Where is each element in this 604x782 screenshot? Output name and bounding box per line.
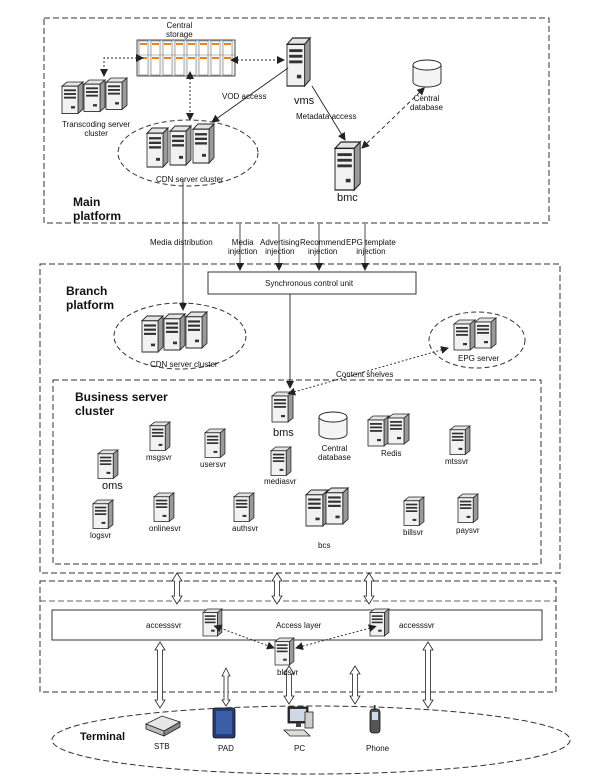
vms-server-icon [286,37,311,87]
vod-access-label: VOD access [222,92,267,101]
mtssvr-server-icon [449,425,471,455]
bcs-label: bcs [318,541,331,550]
advertising-injection-label: Advertising injection [260,238,300,256]
central-database-icon-main [412,59,442,88]
pc-label: PC [294,744,306,753]
stb-icon [145,715,181,737]
phone-label: Phone [366,744,390,753]
stb-label: STB [154,742,170,751]
transcoding-cluster-label: Transcoding server cluster [62,120,131,138]
bms-server-icon [271,391,294,423]
bcs-server-icon [305,487,349,527]
epg-server-icon [453,317,497,351]
terminal-title: Terminal [80,731,126,743]
accesssvr-right-icon [369,608,390,637]
epg-server-ellipse [428,311,526,369]
bldsvr-server-icon [274,637,295,666]
transcoding-server-icon [61,77,128,115]
central-database-label-main: Central database [410,94,443,112]
onlinesvr-server-icon [153,492,175,522]
accesssvr-right-label: accesssvr [399,621,435,630]
usersvr-server-icon [204,428,226,458]
pc-icon [283,706,314,737]
access-terminal-arrow-pad [221,667,231,707]
accesssvr-right-bldsvr-link [295,624,377,651]
sync-control-unit-box [207,271,417,295]
paysvr-server-icon [457,493,479,523]
mediasvr-label: mediasvr [264,477,297,486]
bmc-label: bmc [337,192,358,204]
onlinesvr-label: onlinesvr [149,524,182,533]
central-database-label-business: Central database [318,444,351,462]
oms-label: oms [102,480,123,492]
metadata-access-label: Metadata access [296,112,357,121]
pad-icon [212,707,236,739]
pad-label: PAD [218,744,234,753]
access-layer-box [39,580,557,693]
authsvr-server-icon [233,492,255,522]
access-terminal-arrow-pc [283,665,295,705]
paysvr-label: paysvr [456,526,480,535]
access-terminal-arrow-stb [154,641,166,709]
authsvr-label: authsvr [232,524,259,533]
oms-server-icon [97,449,119,479]
business-cluster-title: Business server cluster [75,390,168,418]
cluster-access-arrow-left [171,572,183,605]
billsvr-label: billsvr [403,528,424,537]
central-storage-array [136,39,236,77]
branch-platform-title: Branch platform [66,284,114,312]
cdn-cluster-ellipse-branch [113,302,247,370]
access-layer-label: Access layer [276,621,322,630]
media-distribution-label: Media distribution [150,238,213,247]
bms-label: bms [273,427,294,439]
central-storage-label: Central storage [166,21,193,39]
mtssvr-label: mtssvr [445,457,469,466]
terminal-ellipse [51,705,571,775]
media-injection-label: Media injection [228,238,258,256]
cdn-cluster-label-branch: CDN server cluster [150,360,218,369]
epg-server-label: EPG server [458,354,500,363]
cdn-server-icon-branch [141,311,208,353]
epg-injection-label: EPG template injection [346,238,396,256]
accesssvr-left-bldsvr-link [213,624,275,650]
main-platform-box [43,17,550,224]
phone-icon [369,705,381,734]
metadata-access-arrow [311,85,346,141]
storage-transcoding-link [100,54,144,77]
vod-access-arrow [211,67,289,123]
cdn-server-icon-main [146,123,215,168]
logsvr-server-icon [92,499,114,529]
bmc-server-icon [334,141,362,191]
accesssvr-left-icon [202,608,223,637]
redis-server-icon [367,413,410,447]
branch-platform-box [39,263,561,574]
cdn-cluster-label-main: CDN server cluster [156,175,224,184]
bldsvr-label: bldsvr [277,668,299,677]
redis-label: Redis [381,449,402,458]
usersvr-label: usersvr [200,460,227,469]
msgsvr-server-icon [149,421,171,451]
cluster-access-arrow-right [363,572,375,605]
mediasvr-server-icon [270,446,292,476]
main-platform-title: Main platform [73,195,121,223]
central-database-icon-business [318,411,348,440]
content-shelves-arrow [287,346,449,396]
recommend-injection-label: Recommend injection [300,238,346,256]
logsvr-label: logsvr [90,531,112,540]
billsvr-server-icon [403,496,425,526]
content-shelves-label: Content shelves [336,370,394,379]
vms-label: vms [294,95,315,107]
access-terminal-arrow-right [422,641,434,709]
access-terminal-arrow-phone [349,665,361,705]
sync-control-unit-label: Synchronous control unit [265,279,354,288]
accesssvr-left-label: accesssvr [146,621,182,630]
cluster-access-arrow-center [271,572,283,605]
msgsvr-label: msgsvr [146,453,172,462]
